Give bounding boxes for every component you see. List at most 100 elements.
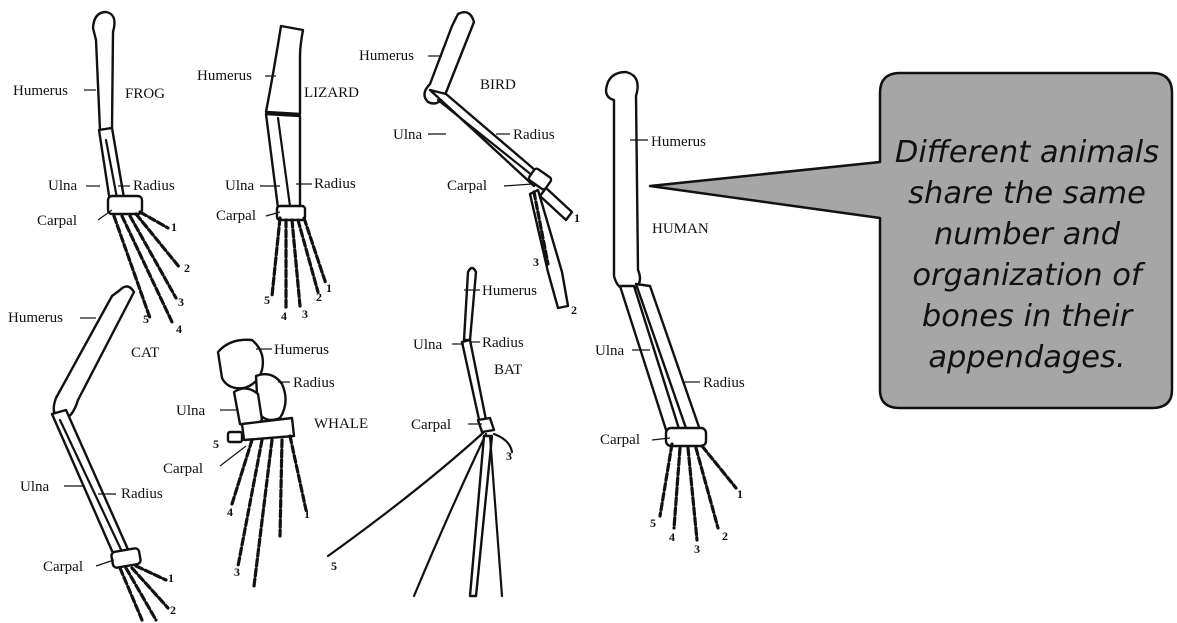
frog-name-label: FROG [125, 86, 165, 102]
callout-line: organization of [912, 255, 1141, 296]
frog-carpal-bone [108, 196, 142, 214]
frog-humerus-bone [93, 12, 114, 130]
lizard-humerus-label: Humerus [197, 68, 252, 84]
lizard-digit-label: 2 [316, 290, 322, 304]
cat-humerus-bone [54, 286, 134, 420]
human-digit-label: 1 [737, 487, 743, 501]
cat-digit-label: 2 [170, 603, 176, 617]
bird-carpal-leader [504, 184, 532, 186]
human-digit-label: 2 [722, 529, 728, 543]
lizard-limb: Humerus LIZARD Ulna Radius Carpal 1 2 3 … [197, 26, 359, 323]
cat-humerus-label: Humerus [8, 310, 63, 326]
bat-digit-label: 3 [506, 449, 512, 463]
human-digit-label: 4 [669, 530, 675, 544]
lizard-digit [272, 218, 280, 296]
frog-digit-label: 5 [143, 312, 149, 326]
whale-ulna-label: Ulna [176, 403, 206, 419]
whale-carpal-label: Carpal [163, 461, 203, 477]
human-digit-label: 3 [694, 542, 700, 556]
bat-name-label: BAT [494, 362, 522, 378]
frog-humerus-label: Humerus [13, 83, 68, 99]
human-digit [688, 448, 697, 540]
human-humerus-label: Humerus [651, 134, 706, 150]
human-limb: Humerus HUMAN Ulna Radius Carpal 1 2 3 4… [595, 72, 745, 556]
callout-text: Different animals share the same number … [882, 112, 1172, 398]
whale-digit [280, 440, 282, 536]
bat-forearm-bone [462, 340, 486, 424]
human-digit-label: 5 [650, 516, 656, 530]
human-radius-label: Radius [703, 375, 745, 391]
whale-radius-label: Radius [293, 375, 335, 391]
bat-digit [490, 436, 502, 596]
bat-limb: Humerus Ulna Radius BAT Carpal 3 5 [328, 268, 537, 596]
lizard-carpal-label: Carpal [216, 208, 256, 224]
bat-ulna-label: Ulna [413, 337, 443, 353]
lizard-name-label: LIZARD [304, 85, 359, 101]
bat-humerus-bone [464, 268, 476, 340]
human-ulna-label: Ulna [595, 343, 625, 359]
human-digit [674, 448, 680, 528]
callout-line: bones in their [922, 296, 1132, 337]
bird-digit-label: 2 [571, 303, 577, 317]
bird-digit-label: 1 [574, 211, 580, 225]
lizard-digit-label: 4 [281, 309, 287, 323]
frog-ulna-label: Ulna [48, 178, 78, 194]
lizard-humerus-bone [266, 26, 303, 114]
whale-ulna-bone [234, 388, 262, 426]
whale-digits [232, 436, 306, 586]
bat-digit [328, 432, 484, 556]
frog-digit-label: 1 [171, 220, 177, 234]
lizard-digit-label: 1 [326, 281, 332, 295]
whale-digit-label: 4 [227, 505, 233, 519]
lizard-digit-label: 5 [264, 293, 270, 307]
bird-carpal-label: Carpal [447, 178, 487, 194]
whale-digit-label: 1 [304, 507, 310, 521]
lizard-digit [292, 220, 300, 306]
frog-digit-label: 3 [178, 295, 184, 309]
whale-digit-5-stub [228, 432, 242, 442]
whale-digit-label: 3 [234, 565, 240, 579]
cat-digit-label: 1 [168, 571, 174, 585]
cat-radius-label: Radius [121, 486, 163, 502]
lizard-digit-label: 3 [302, 307, 308, 321]
human-digits [660, 444, 736, 540]
bat-digits [328, 432, 512, 596]
human-digit [660, 444, 672, 516]
human-carpal-label: Carpal [600, 432, 640, 448]
bat-radius-label: Radius [482, 335, 524, 351]
bat-carpal-label: Carpal [411, 417, 451, 433]
frog-carpal-leader [98, 210, 112, 220]
callout-line: share the same [908, 173, 1146, 214]
cat-carpal-label: Carpal [43, 559, 83, 575]
lizard-radius-label: Radius [314, 176, 356, 192]
whale-digit-label: 5 [213, 437, 219, 451]
bird-radius-label: Radius [513, 127, 555, 143]
frog-radius-label: Radius [133, 178, 175, 194]
whale-carpal-leader [220, 446, 246, 466]
cat-name-label: CAT [131, 345, 159, 361]
frog-digit-label: 2 [184, 261, 190, 275]
bird-name-label: BIRD [480, 77, 516, 93]
lizard-ulna-label: Ulna [225, 178, 255, 194]
whale-name-label: WHALE [314, 416, 368, 432]
bat-digit-label: 5 [331, 559, 337, 573]
cat-carpal-leader [96, 560, 114, 566]
frog-carpal-label: Carpal [37, 213, 77, 229]
callout-line: appendages. [928, 337, 1125, 378]
cat-digits [120, 566, 168, 620]
human-humerus-bone [606, 72, 640, 290]
cat-ulna-label: Ulna [20, 479, 50, 495]
bird-digit-label: 3 [533, 255, 539, 269]
whale-humerus-label: Humerus [274, 342, 329, 358]
human-digit [702, 446, 736, 488]
frog-limb: Humerus FROG Ulna Radius Carpal 1 2 3 4 … [13, 12, 190, 336]
bird-humerus-label: Humerus [359, 48, 414, 64]
cat-forearm-split [60, 420, 124, 556]
bird-ulna-label: Ulna [393, 127, 423, 143]
callout-line: Different animals [895, 132, 1159, 173]
callout-line: number and [934, 214, 1120, 255]
cat-limb: Humerus CAT Ulna Radius Carpal 1 2 [8, 286, 176, 620]
whale-digit [290, 436, 306, 510]
frog-digit-label: 4 [176, 322, 182, 336]
